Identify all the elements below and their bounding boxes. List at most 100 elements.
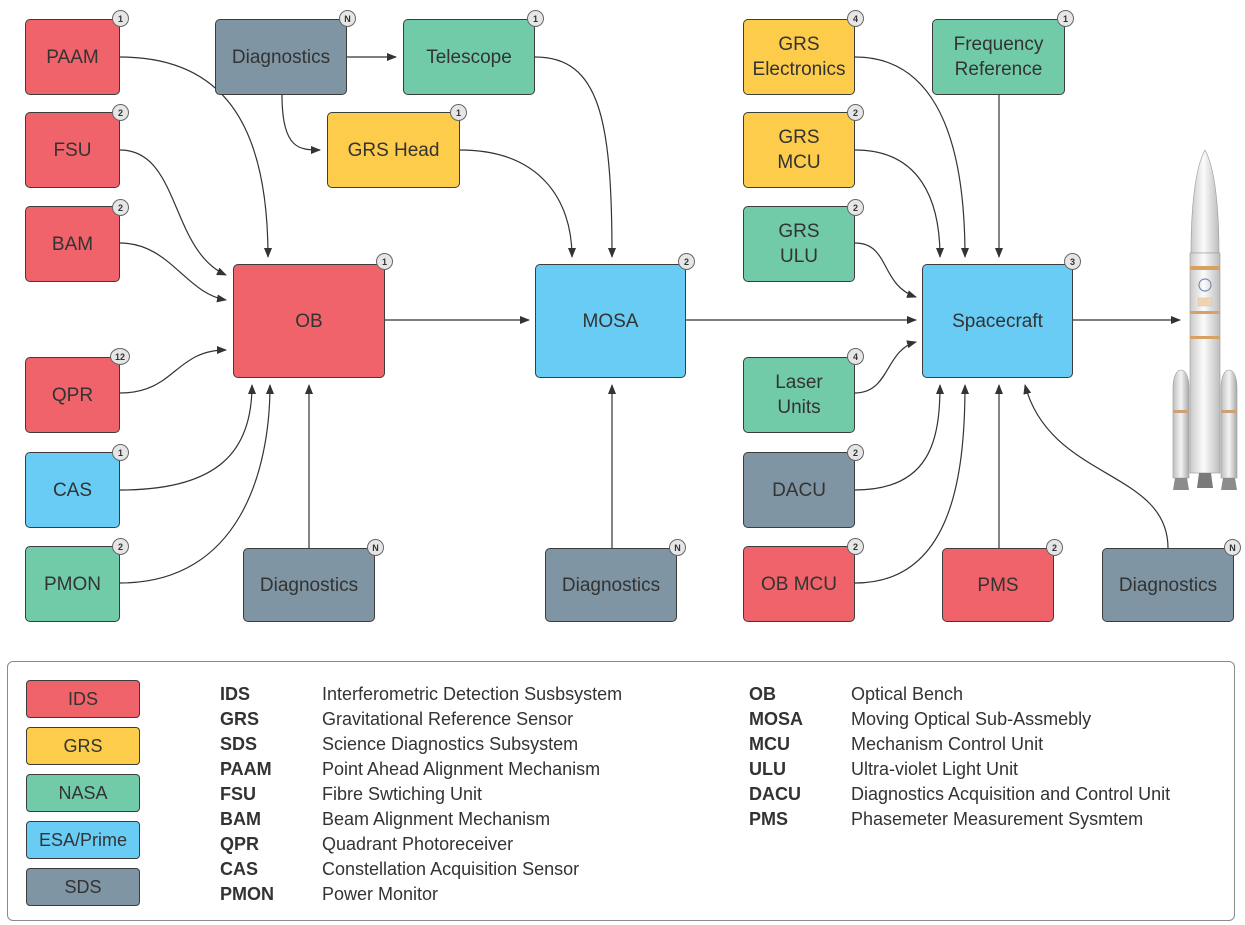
wire-bam-ob [119, 242, 227, 303]
badge-grs-mcu: 2 [847, 104, 864, 121]
node-paam-label: PAAM [46, 46, 99, 68]
badge-diagnostics-top: N [339, 10, 356, 27]
node-spacecraft-label: Spacecraft [952, 310, 1043, 332]
node-laser-units-label: Laser Units [775, 372, 823, 418]
node-diagnostics-ob-label: Diagnostics [259, 574, 359, 596]
wire-grsmcu-spacecraft [854, 149, 944, 258]
legend-abbr: OB [749, 684, 776, 704]
node-fsu: FSU [25, 112, 120, 188]
node-diagnostics-spacecraft: Diagnostics [1102, 548, 1234, 622]
node-diagnostics-top-label: Diagnostics [231, 46, 331, 68]
legend-abbr: PMON [220, 884, 274, 904]
wire-laser-spacecraft [854, 340, 917, 394]
node-telescope-label: Telescope [426, 46, 512, 68]
wire-fsu-ob [119, 149, 227, 276]
badge-fsu: 2 [112, 104, 129, 121]
legend-desc: Mechanism Control Unit [851, 734, 1044, 754]
wire-diagtop-grshead [281, 94, 321, 154]
wire-dacu-spacecraft [854, 384, 944, 491]
legend-abbr: DACU [749, 784, 801, 804]
legend-abbr: PMS [749, 809, 789, 829]
wire-grselec-spacecraft [854, 56, 969, 258]
legend-abbr: SDS [220, 734, 258, 754]
legend-swatch-sds: SDS [26, 868, 140, 906]
legend-abbr: FSU [220, 784, 256, 804]
node-dacu-label: DACU [772, 479, 826, 501]
badge-dacu: 2 [847, 444, 864, 461]
badge-frequency-reference: 1 [1057, 10, 1074, 27]
badge-grs-ulu: 2 [847, 199, 864, 216]
badge-telescope: 1 [527, 10, 544, 27]
badge-cas: 1 [112, 444, 129, 461]
node-diagnostics-mosa-label: Diagnostics [561, 574, 661, 596]
node-pms-label: PMS [977, 574, 1019, 596]
badge-spacecraft: 3 [1064, 253, 1081, 270]
badge-mosa: 2 [678, 253, 695, 270]
node-cas: CAS [25, 452, 120, 528]
badge-ob: 1 [376, 253, 393, 270]
wire-qpr-ob [119, 346, 227, 394]
legend-desc: Interferometric Detection Susbsystem [322, 684, 623, 704]
node-spacecraft: Spacecraft [922, 264, 1073, 378]
node-diagnostics-top: Diagnostics [215, 19, 347, 95]
wire-grshead-mosa [459, 149, 576, 258]
wire-cas-ob [119, 384, 256, 491]
legend-abbr: BAM [220, 809, 261, 829]
node-dacu: DACU [743, 452, 855, 528]
wire-diagsc-spacecraft [1023, 384, 1169, 549]
node-grs-ulu: GRS ULU [743, 206, 855, 282]
badge-grs-electronics: 4 [847, 10, 864, 27]
node-bam: BAM [25, 206, 120, 282]
node-diagnostics-spacecraft-label: Diagnostics [1118, 574, 1218, 596]
legend-abbr: IDS [220, 684, 251, 704]
legend-swatch-grs: GRS [26, 727, 140, 765]
node-diagnostics-ob: Diagnostics [243, 548, 375, 622]
wire-obmcu-spacecraft [854, 384, 969, 584]
legend-abbr: CAS [220, 859, 259, 879]
badge-pms: 2 [1046, 539, 1063, 556]
node-frequency-reference-label: Frequency Reference [953, 34, 1044, 80]
node-bam-label: BAM [51, 233, 94, 255]
node-frequency-reference: Frequency Reference [932, 19, 1065, 95]
legend-swatch-ids: IDS [26, 680, 140, 718]
legend-desc: Phasemeter Measurement Sysmtem [851, 809, 1144, 829]
badge-laser-units: 4 [847, 348, 864, 365]
legend-swatch-nasa: NASA [26, 774, 140, 812]
node-ob-mcu-label: OB MCU [761, 573, 837, 595]
legend-abbr: PAAM [220, 759, 272, 779]
legend-desc: Quadrant Photoreceiver [322, 834, 514, 854]
badge-qpr: 12 [110, 348, 130, 365]
legend-desc: Science Diagnostics Subsystem [322, 734, 579, 754]
legend-desc: Gravitational Reference Sensor [322, 709, 574, 729]
legend-desc: Point Ahead Alignment Mechanism [322, 759, 601, 779]
node-mosa: MOSA [535, 264, 686, 378]
legend-desc: Optical Bench [851, 684, 964, 704]
launch-vehicle-rocket-icon [1172, 149, 1238, 490]
node-qpr-label: QPR [51, 384, 94, 406]
legend-abbr: GRS [220, 709, 260, 729]
wire-telescope-mosa [534, 56, 616, 258]
node-grs-mcu-label: GRS MCU [777, 127, 821, 173]
wire-pmon-ob [119, 384, 274, 584]
node-grs-electronics-label: GRS Electronics [752, 34, 846, 80]
wire-paam-ob [119, 56, 272, 258]
legend-abbr: ULU [749, 759, 786, 779]
node-telescope: Telescope [403, 19, 535, 95]
legend-desc: Ultra-violet Light Unit [851, 759, 1019, 779]
legend-abbr: QPR [220, 834, 260, 854]
node-grs-electronics: GRS Electronics [743, 19, 855, 95]
badge-diagnostics-ob: N [367, 539, 384, 556]
badge-pmon: 2 [112, 538, 129, 555]
legend-abbr: MOSA [749, 709, 803, 729]
badge-diagnostics-spacecraft: N [1224, 539, 1241, 556]
badge-paam: 1 [112, 10, 129, 27]
legend-panel: IDS GRS NASA ESA/Prime SDS IDS Interfero… [7, 661, 1235, 921]
node-paam: PAAM [25, 19, 120, 95]
badge-bam: 2 [112, 199, 129, 216]
legend-desc: Power Monitor [322, 884, 439, 904]
badge-diagnostics-mosa: N [669, 539, 686, 556]
legend-desc: Constellation Acquisition Sensor [322, 859, 580, 879]
wire-grsulu-spacecraft [854, 242, 917, 298]
legend-desc: Beam Alignment Mechanism [322, 809, 551, 829]
